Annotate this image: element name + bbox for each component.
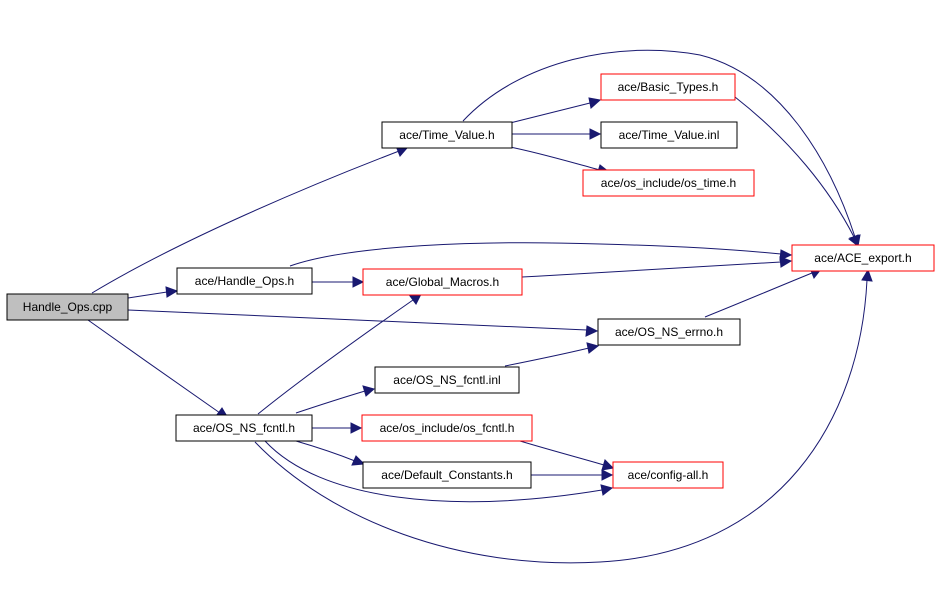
node-os-fcntl-h-label: ace/os_include/os_fcntl.h <box>380 421 515 435</box>
node-time-value-inl[interactable]: ace/Time_Value.inl <box>600 121 738 149</box>
node-os-ns-fcntl-h[interactable]: ace/OS_NS_fcntl.h <box>175 414 313 442</box>
node-time-value-h[interactable]: ace/Time_Value.h <box>381 121 513 149</box>
edge-os-fcntl-h-to-config-all-h <box>519 440 615 471</box>
node-config-all-h[interactable]: ace/config-all.h <box>612 461 724 489</box>
edge-os-ns-fcntl-h-to-global-macros-h <box>257 293 422 415</box>
node-handle-ops-cpp: Handle_Ops.cpp <box>6 293 129 321</box>
node-time-value-inl-label: ace/Time_Value.inl <box>619 128 720 142</box>
node-default-constants-h[interactable]: ace/Default_Constants.h <box>362 461 532 489</box>
node-os-time-h-label: ace/os_include/os_time.h <box>601 176 736 190</box>
node-handle-ops-cpp-label: Handle_Ops.cpp <box>23 300 113 314</box>
edge-time-value-h-to-basic-types-h <box>509 97 602 124</box>
edge-os-ns-fcntl-h-to-os-ns-fcntl-inl <box>295 385 376 414</box>
edge-default-constants-h-to-config-all-h <box>531 469 614 481</box>
edge-handle-ops-cpp-to-os-ns-fcntl-h <box>87 319 229 419</box>
node-os-ns-errno-h[interactable]: ace/OS_NS_errno.h <box>597 318 741 346</box>
node-default-constants-h-label: ace/Default_Constants.h <box>381 468 512 482</box>
edge-handle-ops-h-to-global-macros-h <box>312 276 365 288</box>
node-os-fcntl-h[interactable]: ace/os_include/os_fcntl.h <box>361 414 533 442</box>
edge-basic-types-h-to-ace-export-h <box>734 96 859 248</box>
node-global-macros-h-label: ace/Global_Macros.h <box>386 275 499 289</box>
edge-global-macros-h-to-ace-export-h <box>521 256 793 278</box>
node-global-macros-h[interactable]: ace/Global_Macros.h <box>362 268 523 296</box>
edge-os-ns-fcntl-h-to-default-constants-h <box>295 440 366 466</box>
node-os-ns-fcntl-inl-label: ace/OS_NS_fcntl.inl <box>393 373 500 387</box>
node-os-ns-fcntl-inl[interactable]: ace/OS_NS_fcntl.inl <box>374 366 520 394</box>
node-handle-ops-h-label: ace/Handle_Ops.h <box>195 274 294 288</box>
node-config-all-h-label: ace/config-all.h <box>628 468 709 482</box>
edge-os-ns-errno-h-to-ace-export-h <box>704 267 822 318</box>
edge-os-ns-fcntl-h-to-os-fcntl-h <box>312 422 363 434</box>
node-os-time-h[interactable]: ace/os_include/os_time.h <box>582 169 755 197</box>
node-ace-export-h-label: ace/ACE_export.h <box>814 251 911 265</box>
node-time-value-h-label: ace/Time_Value.h <box>399 128 494 142</box>
edge-handle-ops-cpp-to-handle-ops-h <box>127 286 179 299</box>
edge-time-value-h-to-time-value-inl <box>512 128 602 140</box>
edge-os-ns-fcntl-h-to-ace-export-h <box>254 268 873 564</box>
node-os-ns-fcntl-h-label: ace/OS_NS_fcntl.h <box>193 421 295 435</box>
edge-handle-ops-h-to-ace-export-h <box>289 242 793 267</box>
node-basic-types-h-label: ace/Basic_Types.h <box>618 80 719 94</box>
node-ace-export-h[interactable]: ace/ACE_export.h <box>791 244 935 272</box>
edge-os-ns-fcntl-h-to-config-all-h <box>264 440 614 503</box>
node-basic-types-h[interactable]: ace/Basic_Types.h <box>600 73 736 101</box>
edge-os-ns-fcntl-inl-to-os-ns-errno-h <box>504 342 600 367</box>
node-os-ns-errno-h-label: ace/OS_NS_errno.h <box>615 325 723 339</box>
edge-handle-ops-cpp-to-os-ns-errno-h <box>127 309 599 337</box>
node-handle-ops-h[interactable]: ace/Handle_Ops.h <box>176 267 313 295</box>
